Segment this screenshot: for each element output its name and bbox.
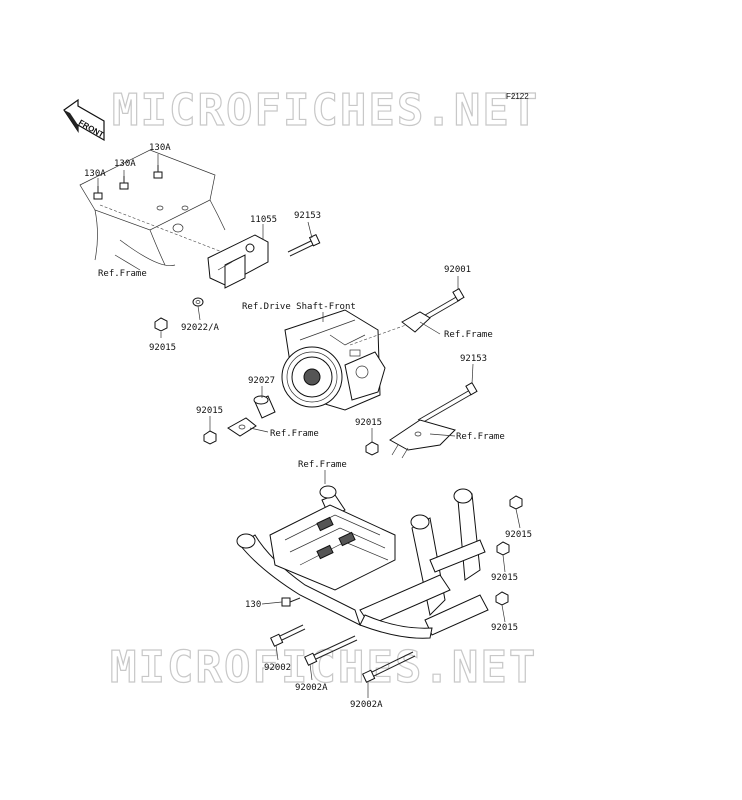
frame-tab-right-top [401,311,431,333]
label-ref-frame-right: Ref.Frame [456,432,505,442]
watermark-bottom: MICROFICHES.NET [110,642,537,693]
nut-92015-mid-left [203,430,217,445]
label-92153-right: 92153 [460,354,487,364]
label-92015-r2: 92015 [491,573,518,583]
label-ref-frame-right-top: Ref.Frame [444,330,493,340]
nut-92015-r3 [495,591,509,606]
label-92022a: 92022/A [181,323,220,333]
label-130: 130 [245,600,261,610]
label-92002: 92002 [264,663,291,673]
label-92002a-2: 92002A [350,700,383,710]
label-92027: 92027 [248,376,275,386]
bolt-92002a-2 [362,651,416,683]
label-ref-frame-mid: Ref.Frame [270,429,319,439]
bolt-92002a-1 [304,635,358,666]
nut-92015-left [154,317,168,332]
nut-92015-mid-right [365,441,379,456]
label-130a-3: 130A [149,143,171,153]
collar-92027 [253,395,276,419]
label-11055: 11055 [250,215,277,225]
bolt-130a-3 [153,165,163,179]
bracket-11055 [207,234,269,289]
bolt-130 [281,597,301,607]
label-92015-r1: 92015 [505,530,532,540]
label-92015-r3: 92015 [491,623,518,633]
bolt-92002 [270,624,306,647]
front-arrow-icon: FRONT [63,98,105,142]
label-92015-mid-left: 92015 [196,406,223,416]
watermark-top: MICROFICHES.NET [112,85,539,136]
frame-tab-mid [227,417,257,437]
label-ref-drive-shaft: Ref.Drive Shaft-Front [242,302,356,312]
label-130a-1: 130A [84,169,106,179]
label-92015-mid-right: 92015 [355,418,382,428]
label-130a-2: 130A [114,159,136,169]
label-92002a-1: 92002A [295,683,328,693]
diagram-code: F2122 [506,92,529,101]
label-92015-left: 92015 [149,343,176,353]
bolt-92153-top [287,234,321,257]
nut-92015-r1 [509,495,523,510]
leader-lines [97,154,521,698]
washer-92022a [192,297,204,307]
nut-92015-r2 [496,541,510,556]
label-92001: 92001 [444,265,471,275]
frame-bracket-right [389,419,456,459]
bolt-130a-1 [93,186,103,200]
upper-frame-mount [79,149,231,267]
label-92153-top: 92153 [294,211,321,221]
lower-frame [236,485,489,639]
bolt-92153-right [417,381,478,425]
front-differential [281,309,386,411]
label-ref-frame-bottom: Ref.Frame [298,460,347,470]
label-ref-frame-left: Ref.Frame [98,269,147,279]
bolt-130a-2 [119,176,129,190]
